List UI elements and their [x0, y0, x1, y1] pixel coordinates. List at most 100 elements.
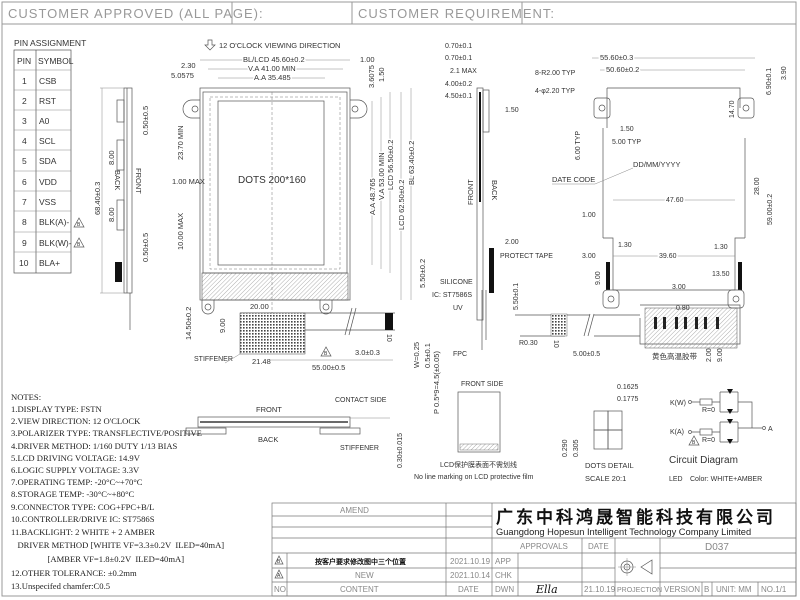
svg-text:6: 6 — [22, 177, 27, 187]
svg-text:9: 9 — [22, 238, 27, 248]
company-name-cn: 广东中科鸿晟智能科技有限公司 — [496, 507, 776, 527]
dim-4-50: 4.50±0.1 — [445, 93, 472, 100]
dim-2-00: 2.00 — [706, 348, 713, 362]
dim-lcd-height-2: LCD 62.50±0.2 — [397, 180, 406, 230]
right-side-view: 0.70±0.1 0.70±0.1 2.1 MAX 4.00±0.2 4.50±… — [432, 43, 553, 358]
note-item: 4.DRIVER METHOD: 1/160 DUTY 1/13 BIAS — [11, 441, 178, 451]
svg-text:A0: A0 — [39, 116, 50, 126]
front-side-view: FRONT SIDE LCD保护膜表面不需划线 No line marking … — [414, 381, 534, 481]
left-side-view: 68.40±0.3 0.50±0.5 8.00 BACK FRONT 8.00 … — [93, 87, 150, 330]
back-label: BACK — [490, 180, 499, 200]
pin-row: 9 BLK(W)- B — [22, 237, 85, 248]
symbol-header: SYMBOL — [38, 56, 74, 66]
title-block: AMEND B 按客户要求修改图中三个位置 2021.10.19 A NEW 2… — [271, 502, 797, 597]
dim-top-offset: 0.50±0.5 — [141, 106, 150, 135]
svg-text:SCL: SCL — [39, 136, 56, 146]
dim-thickness: 0.30±0.015 — [397, 433, 404, 468]
dim-bl-height: BL 63.40±0.2 — [407, 141, 416, 185]
ka-terminal-label: K(A) — [670, 429, 684, 436]
revision-b-icon: B — [73, 217, 85, 228]
approvals-header: APPROVALS — [520, 542, 568, 551]
svg-text:4: 4 — [22, 136, 27, 146]
pin-row: 4 SCL — [22, 136, 56, 146]
svg-text:10: 10 — [19, 258, 29, 268]
pin-assignment-title: PIN ASSIGNMENT — [14, 38, 86, 48]
date-code-label: DATE CODE — [552, 175, 595, 184]
uv-label: UV — [453, 305, 463, 312]
svg-text:BLK(W)-: BLK(W)- — [39, 238, 72, 248]
dim-bottom-offset: 0.50±0.5 — [141, 233, 150, 262]
svg-text:BLA+: BLA+ — [39, 258, 60, 268]
back-label: BACK — [258, 435, 278, 444]
svg-text:RST: RST — [39, 96, 56, 106]
dim-10-00-max: 10.00 MAX — [176, 213, 185, 250]
svg-text:CSB: CSB — [39, 76, 57, 86]
dim-3-0: 3.0±0.3 — [355, 348, 380, 357]
svg-text:7: 7 — [22, 197, 27, 207]
dim-w-0-25: W=0.25 — [412, 342, 421, 368]
dim-14-70: 14.70 — [729, 100, 736, 118]
revision-date: 2021.10.19 — [450, 557, 491, 566]
note-item: 13.Unspecifed chamfer:C0.5 — [11, 581, 110, 591]
customer-approved-field[interactable] — [232, 2, 352, 24]
dim-aa-height: A.A 48.765 — [368, 178, 377, 215]
customer-requirement-label: CUSTOMER REQUIREMENT: — [358, 6, 555, 21]
dim-1-00: 1.00 — [360, 55, 375, 64]
sheet-number: NO.1/1 — [761, 585, 787, 594]
note-item: 10.CONTROLLER/DRIVE IC: ST7586S — [11, 514, 155, 524]
approvals-date-header: DATE — [588, 542, 609, 551]
fpc-label: FPC — [453, 351, 467, 358]
dim-5-00-typ: 5.00 TYP — [612, 139, 641, 146]
svg-text:B: B — [692, 440, 696, 446]
dim-1-00: 1.00 — [582, 212, 596, 219]
dim-4-00: 4.00±0.2 — [445, 81, 472, 88]
pin-count: 10 — [552, 340, 559, 348]
protective-film-note-en: No line marking on LCD protective film — [414, 474, 534, 481]
dim-1-50: 1.50 — [505, 107, 519, 114]
dim-radius: 8-R2.00 TYP — [535, 70, 576, 77]
front-view: 12 O'CLOCK VIEWING DIRECTION BL/LCD 45.6… — [171, 39, 441, 414]
notes-title: NOTES: — [11, 392, 41, 402]
company-name-en: Guangdong Hopesun Intelligent Technology… — [496, 527, 751, 537]
customer-requirement-field[interactable] — [522, 2, 796, 24]
svg-text:2: 2 — [22, 96, 27, 106]
svg-text:1: 1 — [22, 76, 27, 86]
unit-label: UNIT: MM — [716, 585, 752, 594]
dim-55-00: 55.00±0.5 — [312, 363, 345, 372]
dim-5-0575: 5.0575 — [171, 71, 194, 80]
dim-2-00: 2.00 — [505, 239, 519, 246]
dim-0-70-b: 0.70±0.1 — [445, 55, 472, 62]
resistor-w-label: R=0 — [702, 407, 715, 414]
revision-row: B 按客户要求修改图中三个位置 2021.10.19 — [274, 555, 491, 566]
pin-row: 10 BLA+ — [19, 258, 60, 268]
revision-b-icon: B — [73, 237, 85, 248]
dim-21-48: 21.48 — [252, 357, 271, 366]
dim-2-30: 2.30 — [181, 61, 196, 70]
section-view: FRONT BACK CONTACT SIDE STIFFENER 0.30±0… — [185, 397, 404, 468]
dim-50-60: 50.60±0.2 — [606, 65, 639, 74]
dim-14-50: 14.50±0.2 — [184, 307, 193, 340]
svg-text:5: 5 — [22, 156, 27, 166]
mounting-tab — [350, 99, 368, 119]
note-item: 12.OTHER TOLERANCE: ±0.2mm — [11, 568, 137, 578]
front-label: FRONT — [134, 168, 143, 194]
customer-approved-label: CUSTOMER APPROVED (ALL PAGE): — [8, 6, 264, 21]
revision-date: 2021.10.14 — [450, 571, 491, 580]
dim-1-30-right: 1.30 — [714, 244, 728, 251]
ic-label: IC: ST7586S — [432, 292, 472, 299]
svg-text:B: B — [77, 222, 81, 228]
dim-1-50: 1.50 — [620, 126, 634, 133]
anode-terminal-label: A — [768, 426, 773, 433]
svg-text:B: B — [324, 351, 328, 357]
dim-1-00-max: 1.00 MAX — [172, 177, 205, 186]
dim-va-height: V.A 53.00 MIN — [377, 152, 386, 200]
col-no-header: NO. — [274, 585, 288, 594]
note-item: 8.STORAGE TEMP: -30°C~+80°C — [11, 489, 135, 499]
dim-1-50: 1.50 — [377, 67, 386, 82]
mounting-tab — [182, 99, 200, 119]
back-view: 55.60±0.3 50.60±0.2 8-R2.00 TYP 4-φ2.20 … — [515, 52, 788, 362]
